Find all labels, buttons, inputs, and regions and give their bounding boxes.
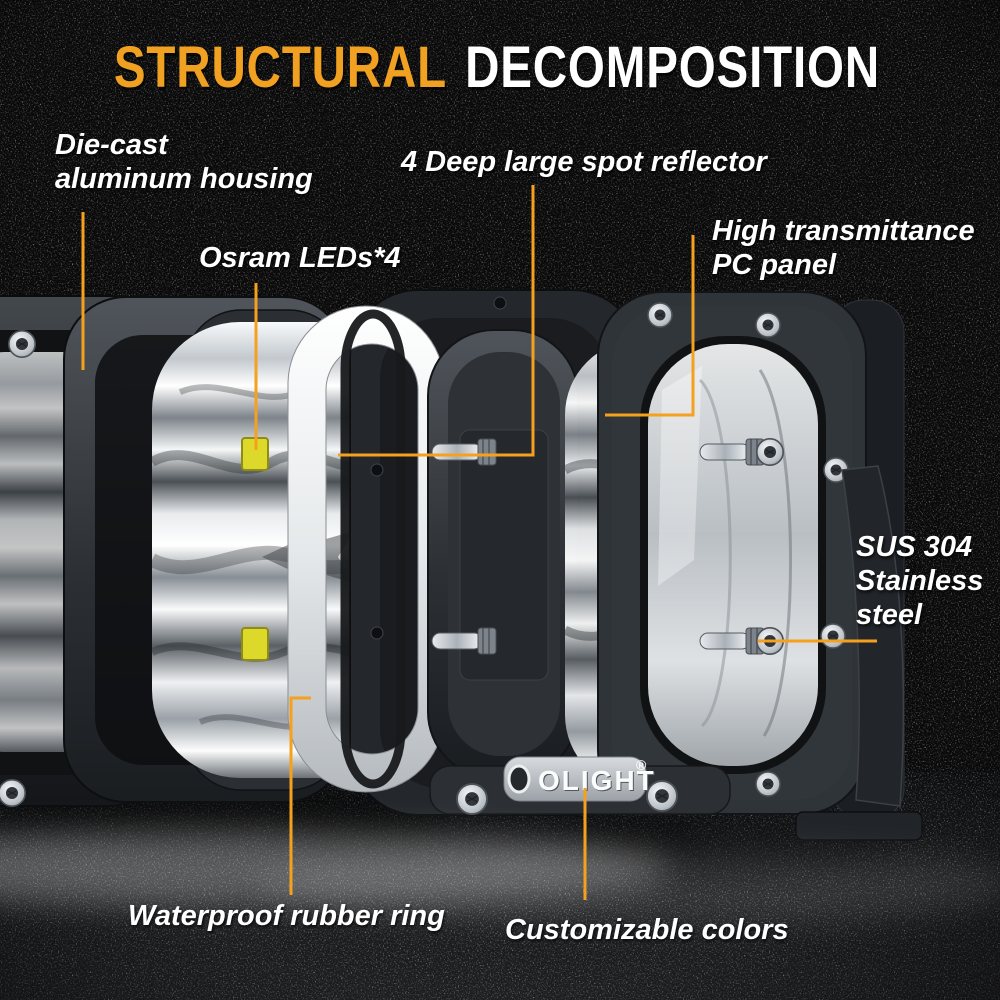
- callout-spot-reflector: 4 Deep large spot reflector: [401, 145, 767, 179]
- callout-line: High transmittance: [712, 215, 975, 247]
- pc-panel: [648, 344, 818, 766]
- registered-mark: ®: [636, 757, 648, 773]
- watermark-brand: OLIGHT: [538, 765, 656, 796]
- title-word-decomposition: DECOMPOSITION: [465, 35, 881, 100]
- callout-rubber-ring: Waterproof rubber ring: [128, 899, 445, 933]
- callout-line: Waterproof rubber ring: [128, 900, 445, 932]
- watermark-shadow: OLIGHT: [539, 766, 657, 797]
- screw-icon: [647, 302, 673, 328]
- page-title: STRUCTURAL DECOMPOSITION: [87, 34, 907, 101]
- callout-line: Osram LEDs*4: [199, 242, 401, 274]
- callout-die-cast-housing: Die-cast aluminum housing: [55, 128, 313, 196]
- leader-rubber-ring: [289, 696, 311, 895]
- waterproof-rubber-ring-assembly: [287, 305, 445, 793]
- callout-line: steel: [856, 599, 923, 631]
- screw-icon: [755, 312, 781, 338]
- mounting-bracket: [795, 465, 923, 841]
- callout-line: Die-cast: [55, 129, 168, 161]
- front-bezel: [597, 291, 867, 815]
- callout-stainless-steel: SUS 304 Stainless steel: [856, 530, 983, 632]
- callout-pc-panel: High transmittance PC panel: [712, 214, 975, 282]
- ground-glow: [0, 830, 1000, 925]
- callout-line: Stainless: [856, 565, 984, 597]
- callout-line: Customizable colors: [505, 914, 789, 946]
- callout-line: 4 Deep large spot reflector: [401, 146, 767, 178]
- screw-icon: [7, 329, 37, 359]
- callout-line: PC panel: [712, 249, 837, 281]
- callout-leader-lines: [81, 185, 877, 900]
- screw-icon: [755, 771, 781, 797]
- screw-icon: [820, 623, 846, 649]
- callout-line: aluminum housing: [55, 163, 313, 195]
- callout-line: SUS 304: [856, 531, 973, 563]
- screw-icon: [755, 437, 785, 467]
- callout-custom-colors: Customizable colors: [505, 913, 789, 947]
- leader-reflector: [338, 185, 535, 457]
- callout-osram-leds: Osram LEDs*4: [199, 241, 401, 275]
- reflector-back-core: [427, 329, 579, 779]
- leader-pc-panel: [605, 235, 695, 417]
- title-word-structural: STRUCTURAL: [113, 35, 448, 100]
- screw-icon: [0, 778, 27, 808]
- screw-icon: [456, 783, 488, 815]
- brand-tab: OLIGHT OLIGHT ®: [429, 756, 731, 815]
- rubber-seal-band: [340, 309, 406, 789]
